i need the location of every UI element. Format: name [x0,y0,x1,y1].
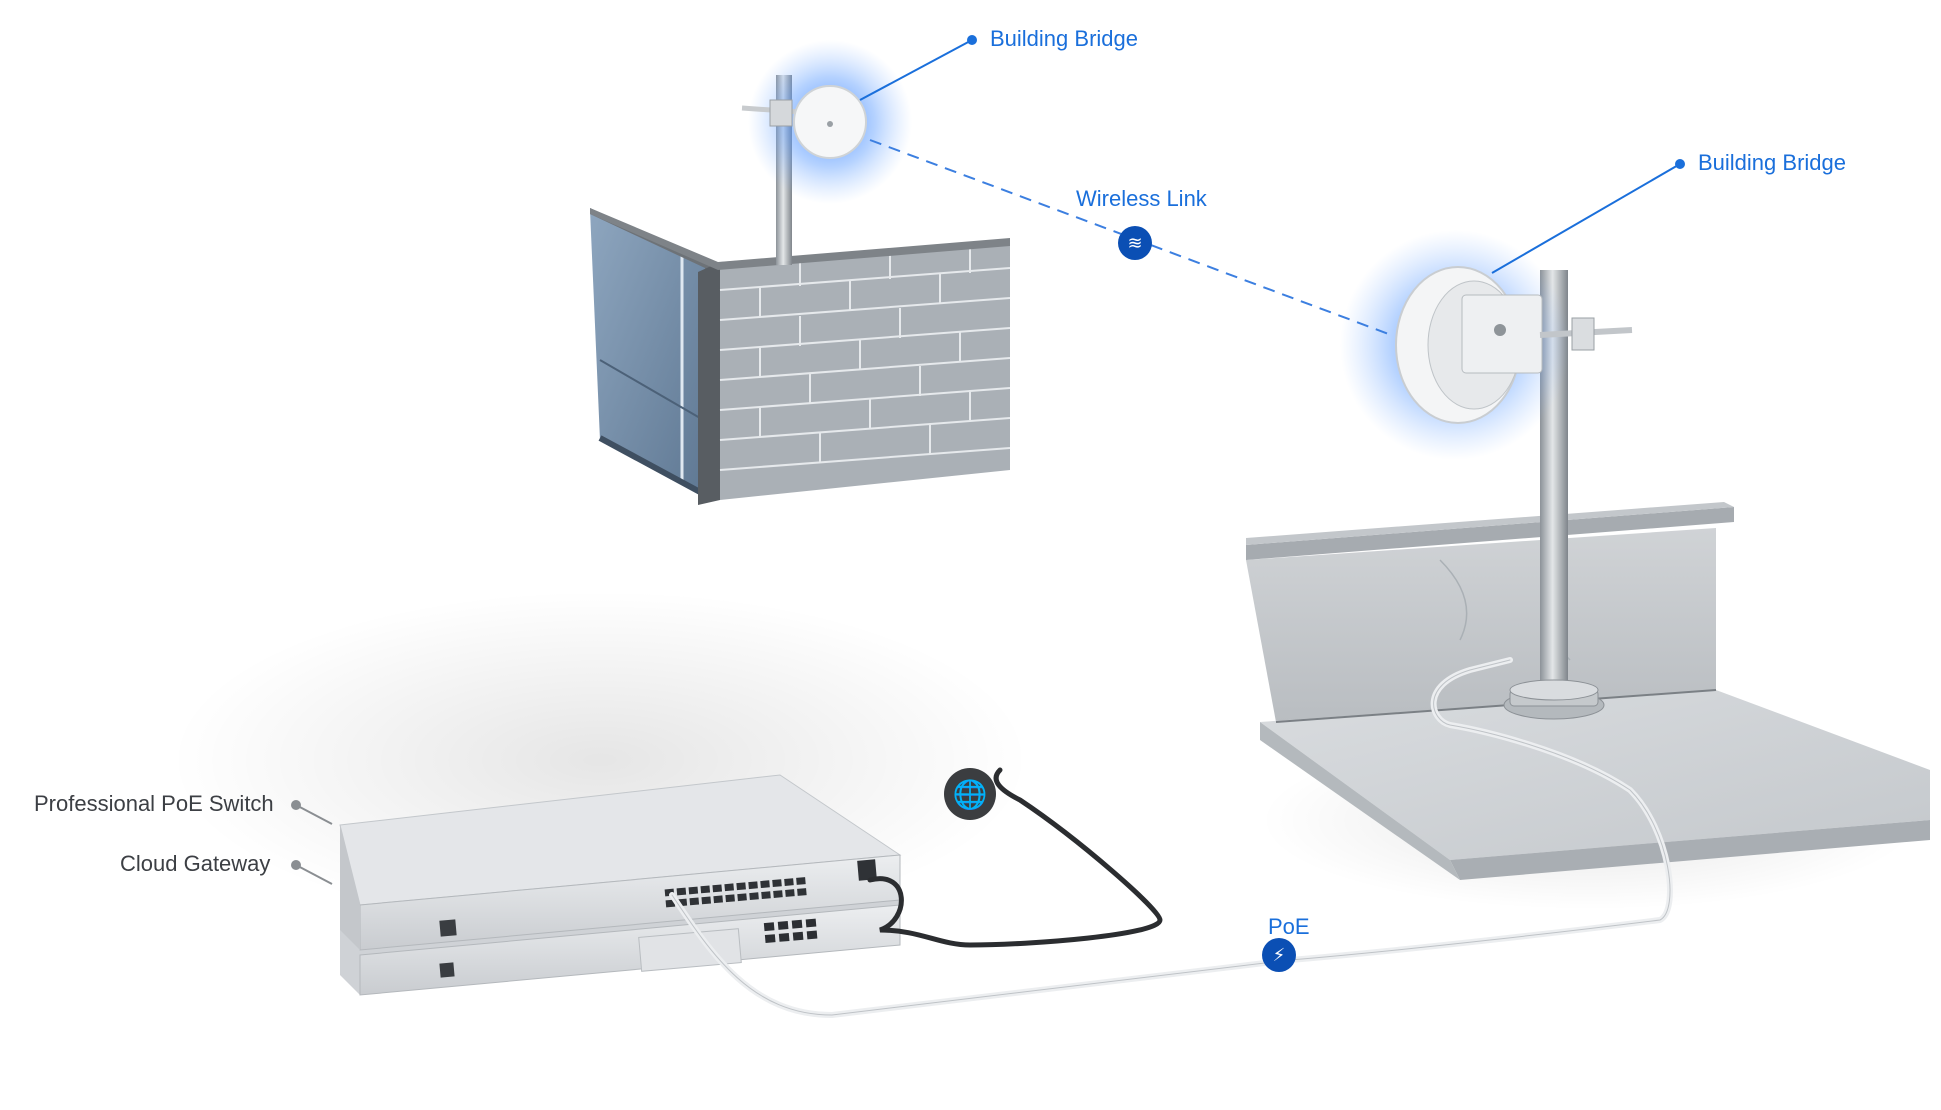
internet-cable [867,767,1163,948]
lightning-bolt-icon: ⚡ [1262,938,1296,972]
wireless-waves-icon: ≋ [1118,226,1152,260]
building-bridge-right[interactable] [1340,230,1633,460]
professional-poe-switch-label: Professional PoE Switch [34,791,274,816]
building-bridge-left[interactable] [741,40,912,204]
roof-floor [1260,690,1930,860]
right-rooftop [1246,270,1930,880]
cloud-gateway-label: Cloud Gateway [120,851,271,876]
building-bridge-left-label: Building Bridge [990,26,1138,51]
wireless-link-line [869,139,1395,337]
wireless-link-label: Wireless Link [1076,186,1207,211]
professional-poe-switch [339,774,902,951]
globe-icon: 🌐 [944,768,996,820]
poe-label: PoE [1268,914,1310,939]
glass-facade [590,210,705,495]
leader-lines [291,35,1685,885]
building-bridge-right-label: Building Bridge [1698,150,1846,175]
parapet-wall [1246,528,1716,722]
